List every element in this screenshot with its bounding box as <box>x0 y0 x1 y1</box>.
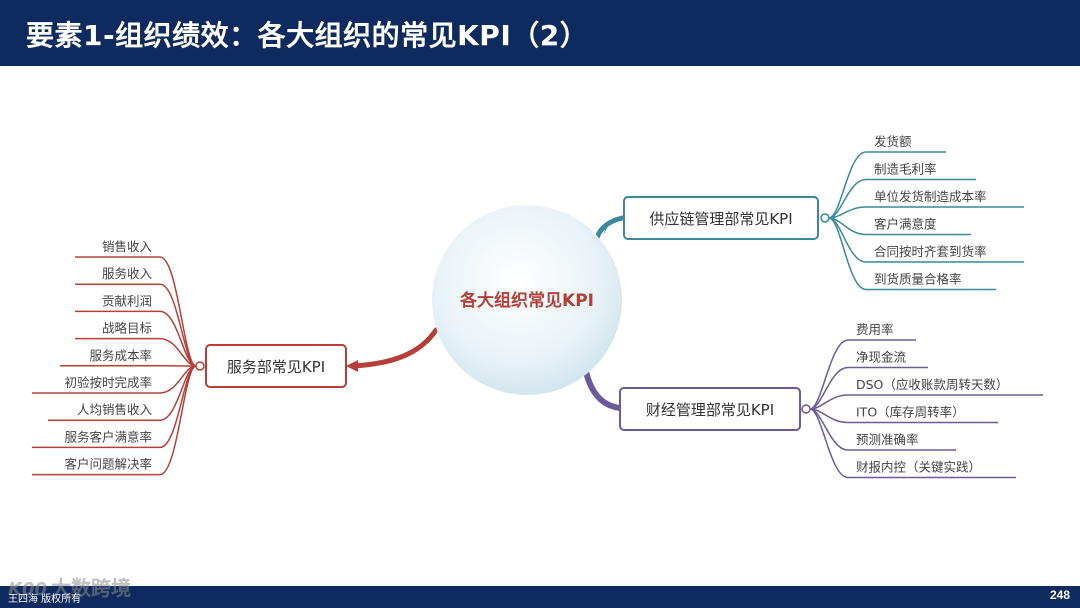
center-node <box>432 205 622 395</box>
service-label: 服务部常见KPI <box>227 358 325 376</box>
finance-branch-line <box>809 339 849 410</box>
finance-label: 财经管理部常见KPI <box>646 401 774 419</box>
service-item[interactable]: 服务收入 <box>102 266 153 281</box>
footer-bar <box>0 586 1080 608</box>
finance-item[interactable]: 预测准确率 <box>856 432 919 447</box>
page-number: 248 <box>1049 588 1070 602</box>
finance-item[interactable]: 财报内控（关键实践） <box>856 460 981 475</box>
service-branch-line <box>159 365 197 476</box>
service-item[interactable]: 初验按时完成率 <box>64 375 152 390</box>
finance-item[interactable]: 费用率 <box>856 322 894 337</box>
footer-author: 王四海 版权所有 <box>8 594 82 605</box>
watermark-logo: K00 <box>8 579 47 600</box>
mind-map: 各大组织常见KPI 供应链管理部常见KPI 发货额制造毛利率单位发货制造成本率客… <box>32 134 1043 479</box>
finance-branch-line <box>809 408 849 479</box>
header-bar <box>0 0 1080 66</box>
supply_chain-branch-line <box>828 217 867 291</box>
service-items: 销售收入服务收入贡献利润战略目标服务成本率初验按时完成率人均销售收入服务客户满意… <box>32 239 197 476</box>
service-item[interactable]: 贡献利润 <box>102 293 152 308</box>
supply_chain-item[interactable]: 制造毛利率 <box>874 162 937 177</box>
supply_chain-item[interactable]: 单位发货制造成本率 <box>874 189 987 204</box>
service-collapse-icon[interactable] <box>195 361 205 371</box>
service-connector-arrow <box>346 360 358 372</box>
supply_chain-item[interactable]: 发货额 <box>874 134 912 149</box>
service-branch-line <box>159 365 197 449</box>
finance-item[interactable]: 净现金流 <box>856 350 907 365</box>
service-item[interactable]: 人均销售收入 <box>77 402 153 417</box>
service-item[interactable]: 战略目标 <box>102 321 152 336</box>
service-item[interactable]: 客户问题解决率 <box>64 457 152 472</box>
service-connector <box>349 327 439 369</box>
finance-collapse-icon[interactable] <box>801 404 811 414</box>
finance-item[interactable]: DSO（应收账款周转天数） <box>856 377 1008 392</box>
service-item[interactable]: 服务客户满意率 <box>64 429 152 444</box>
supply-chain-label: 供应链管理部常见KPI <box>649 210 792 228</box>
watermark-text: 大数跨境 <box>51 576 131 600</box>
finance-connector <box>583 369 623 411</box>
service-item[interactable]: 销售收入 <box>102 239 153 254</box>
supply_chain-item[interactable]: 合同按时齐套到货率 <box>874 244 987 259</box>
finance-item[interactable]: ITO（库存周转率） <box>856 405 965 420</box>
finance-node[interactable] <box>619 387 801 431</box>
supply-chain-node[interactable] <box>623 196 819 240</box>
service-node[interactable] <box>205 344 347 388</box>
supply-connector-stem <box>593 215 625 245</box>
supply_chain-item[interactable]: 到货质量合格率 <box>874 272 962 287</box>
supply_chain-item[interactable]: 客户满意度 <box>874 217 937 232</box>
supply-connector <box>603 217 624 238</box>
service-item[interactable]: 服务成本率 <box>89 348 152 363</box>
center-label: 各大组织常见KPI <box>459 290 594 311</box>
service-branch-line <box>159 337 197 367</box>
slide-title: 要素1-组织绩效：各大组织的常见KPI（2） <box>26 19 589 52</box>
service-branch-line <box>159 283 197 367</box>
supply-chain-collapse-icon[interactable] <box>820 213 830 223</box>
